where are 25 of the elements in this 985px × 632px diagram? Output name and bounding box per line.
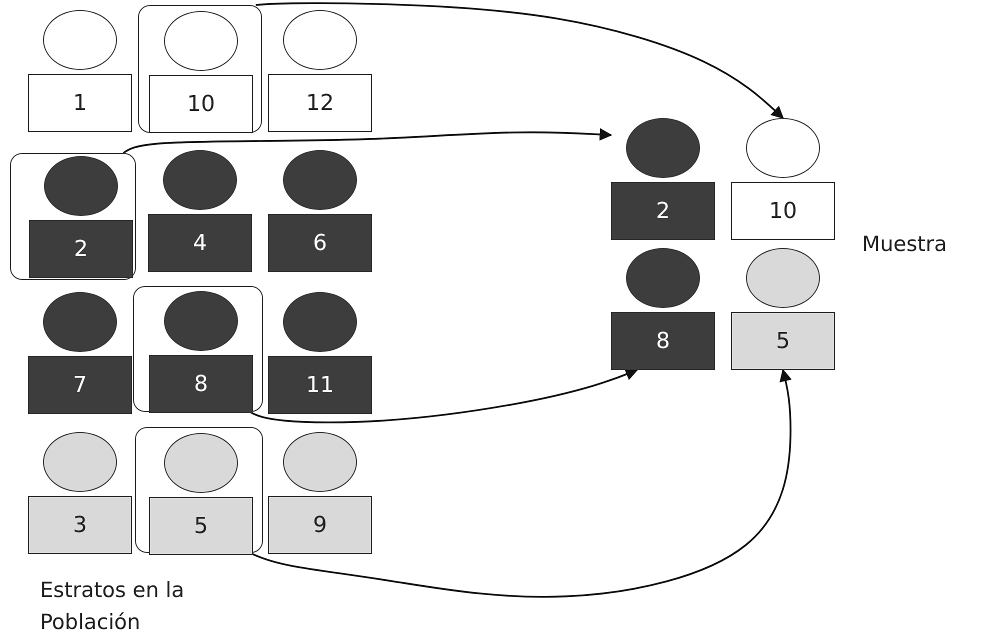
member-number: 5 xyxy=(149,497,253,555)
member-number: 10 xyxy=(149,75,253,133)
member-number: 11 xyxy=(268,356,372,414)
member-number: 3 xyxy=(28,496,132,554)
member-number: 1 xyxy=(28,74,132,132)
arrow xyxy=(256,2,784,119)
selection-frame xyxy=(138,5,262,133)
caption-text: Estratos en la Población xyxy=(40,577,186,632)
arrow xyxy=(250,368,638,424)
selection-frame xyxy=(10,153,136,280)
selection-frame xyxy=(133,286,263,412)
member-number: 4 xyxy=(148,214,252,272)
member-number: 10 xyxy=(731,182,835,240)
member-number: 2 xyxy=(611,182,715,240)
member-number: 8 xyxy=(149,355,253,413)
member-number: 7 xyxy=(28,356,132,414)
member-number: 6 xyxy=(268,214,372,272)
member-number: 8 xyxy=(611,312,715,370)
member-number: 12 xyxy=(268,74,372,132)
member-number: 9 xyxy=(268,496,372,554)
selection-frame xyxy=(135,427,263,553)
member-number: 2 xyxy=(29,220,133,278)
caption-text: Muestra xyxy=(862,231,948,258)
arrow xyxy=(122,128,612,154)
member-number: 5 xyxy=(731,312,835,370)
